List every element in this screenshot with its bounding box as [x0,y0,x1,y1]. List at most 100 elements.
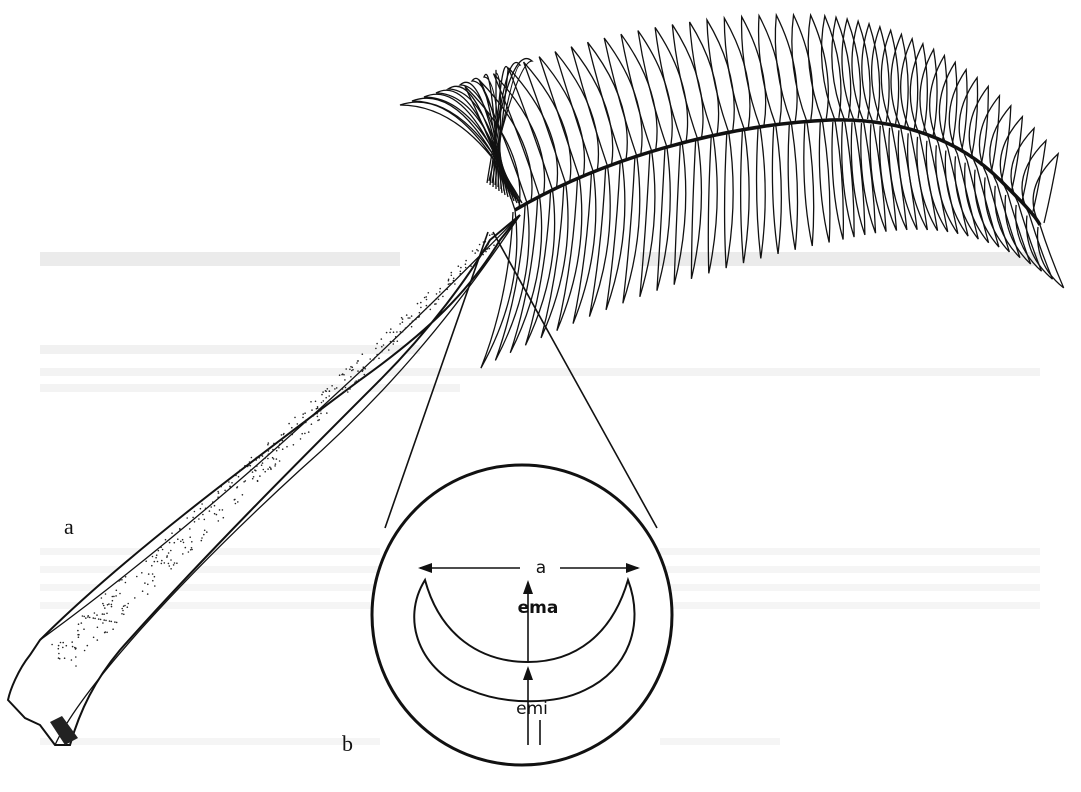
leaflet-lower [623,156,640,303]
stipple-dot [228,481,230,483]
stipple-dot [317,406,319,408]
stipple-dot [276,458,278,460]
stipple-dot [201,540,203,542]
leaflet-upper [821,16,840,120]
stipple-dot [87,645,89,647]
stipple-dot [448,280,450,282]
stipple-dot [356,362,358,364]
stipple-dot [89,617,91,619]
stipple-dot [352,369,354,371]
stipple-dot [325,397,327,399]
stipple-dot [262,455,264,457]
stipple-dot [165,539,167,541]
stipple-dot [83,628,85,630]
stipple-dot [250,469,252,471]
leaflet-upper [832,17,851,120]
leaflet-lower [525,190,554,345]
stipple-dot [417,316,419,318]
stipple-dot [253,476,255,478]
leaflet-lower [640,151,655,296]
stipple-dot [123,605,125,607]
leaflet-upper [604,38,642,156]
stipple-dot [113,596,115,598]
stipple-dot [121,613,123,615]
stipple-dot [237,486,239,488]
stipple-dot [231,482,233,484]
stipple-dot [381,346,383,348]
stipple-dot [235,475,237,477]
stipple-dot [111,604,113,606]
stipple-dot [194,521,196,523]
stipple-dot [477,250,479,252]
stipple-dot [393,341,395,343]
stipple-dot [242,494,244,496]
stipple-dot [170,550,172,552]
stipple-dot [267,449,269,451]
stipple-dot [166,556,168,558]
stipple-dot [313,415,315,417]
leaflet-lower [589,166,610,316]
stipple-dot [148,573,150,575]
stipple-dot [315,401,317,403]
stipple-dot [256,457,258,459]
stipple-dot [155,557,157,559]
stipple-dot [454,283,456,285]
stipple-dot [294,417,296,419]
stipple-dot [493,244,495,246]
stipple-dot [402,331,404,333]
stipple-dot [255,470,257,472]
stipple-dot [381,338,383,340]
stipple-dot [485,251,487,253]
stipple-dot [78,623,80,625]
stipple-dot [127,606,129,608]
leaflet-upper [588,42,628,161]
stipple-dot [449,283,451,285]
stipple-dot [204,519,206,521]
stipple-dot [112,596,114,598]
stipple-dot [168,552,170,554]
stipple-dot [239,470,241,472]
stipple-dot [136,576,138,578]
stipple-dot [216,514,218,516]
stipple-dot [331,385,333,387]
stipple-dot [198,518,200,520]
stipple-dot [487,248,489,250]
stipple-dot [270,468,272,470]
stipple-dot [399,323,401,325]
stipple-dot [194,511,196,513]
stipple-dot [327,388,329,390]
stipple-dot [268,453,270,455]
stipple-dot [305,422,307,424]
stipple-dot [476,249,478,251]
stipple-dot [470,265,472,267]
stipple-dot [400,331,402,333]
stipple-dot [279,460,281,462]
stipple-dot [85,617,87,619]
stipple-dot [222,509,224,511]
stipple-dot [320,413,322,415]
stipple-dot [259,475,261,477]
stipple-dot [183,542,185,544]
stipple-dot [390,328,392,330]
stipple-dot [344,379,346,381]
stipple-dot [479,244,481,246]
stipple-dot [489,234,491,236]
stipple-dot [201,503,203,505]
stipple-dot [185,547,187,549]
stipple-dot [291,427,293,429]
leaflet-upper [920,49,937,138]
stipple-dot [182,539,184,541]
stipple-dot [58,653,60,655]
stipple-dot [278,447,280,449]
stipple-dot [316,413,318,415]
stipple-dot [389,332,391,334]
stipple-dot [446,289,448,291]
stipple-dot [168,563,170,565]
stipple-dot [212,501,214,503]
stipple-dot [103,619,105,621]
stipple-dot [426,305,428,307]
stipple-dot [355,380,357,382]
stipple-dot [156,554,158,556]
stipple-dot [363,366,365,368]
stipple-dot [322,391,324,393]
